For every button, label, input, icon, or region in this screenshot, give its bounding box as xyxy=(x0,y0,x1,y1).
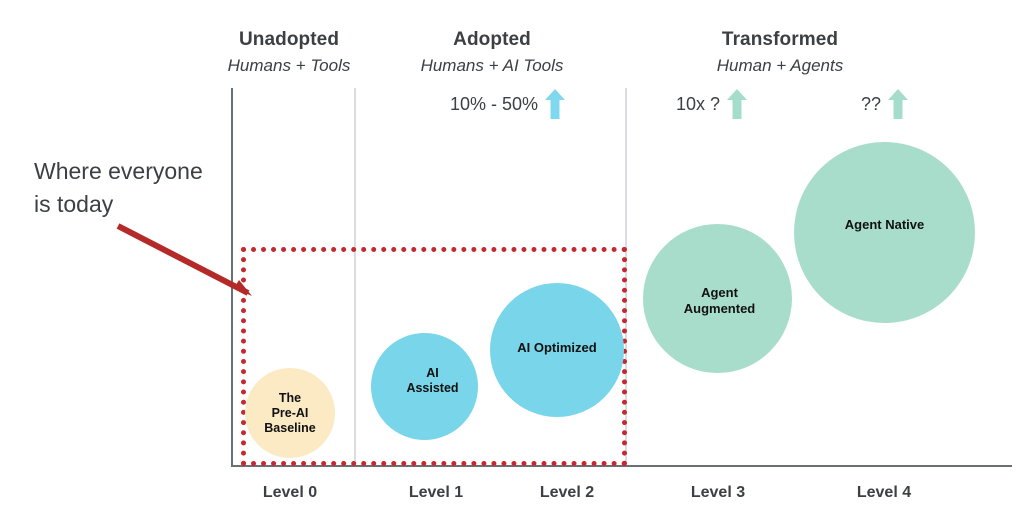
growth-callout-level3: 10x ? xyxy=(676,89,748,119)
arrow-up-icon-level3 xyxy=(726,89,748,119)
bubble-label-pre-ai-baseline: The Pre-AI Baseline xyxy=(264,390,316,435)
level-label-0: Level 0 xyxy=(262,484,318,501)
growth-callout-level4: ?? xyxy=(861,89,909,119)
growth-callout-level2: 10% - 50% xyxy=(450,89,566,119)
bubble-ai-optimized[interactable]: AI Optimized xyxy=(490,283,624,417)
bubble-label-ai-assisted: AI Assisted xyxy=(406,365,459,395)
arrow-up-icon-level4 xyxy=(887,89,909,119)
bubble-pre-ai-baseline[interactable]: The Pre-AI Baseline xyxy=(245,368,335,458)
level-label-1: Level 1 xyxy=(408,484,464,501)
bubble-ai-assisted[interactable]: AI Assisted xyxy=(371,333,478,440)
phase-subtitle-adopted: Humans + AI Tools xyxy=(420,56,564,75)
phase-title-transformed: Transformed xyxy=(721,29,839,50)
bubble-label-agent-native: Agent Native xyxy=(844,216,925,232)
growth-label-level4: ?? xyxy=(861,94,882,114)
phase-header-unadopted: Unadopted Humans + Tools xyxy=(139,28,439,78)
bubble-label-ai-optimized: AI Optimized xyxy=(517,340,597,355)
bubble-agent-native[interactable]: Agent Native xyxy=(794,142,975,323)
phase-subtitle-unadopted: Humans + Tools xyxy=(227,56,351,75)
phase-title-adopted: Adopted xyxy=(453,29,531,50)
y-axis-line xyxy=(231,88,233,467)
bubble-label-agent-augmented: Agent Augmented xyxy=(683,284,756,316)
phase-divider-1 xyxy=(354,88,356,465)
level-label-3: Level 3 xyxy=(690,484,746,501)
growth-label-level2: 10% - 50% xyxy=(450,94,539,114)
annotation-text: Where everyone is today xyxy=(34,158,203,217)
level-label-2: Level 2 xyxy=(539,484,595,501)
phase-header-adopted: Adopted Humans + AI Tools xyxy=(342,28,642,78)
arrow-up-icon-level2 xyxy=(544,89,566,119)
level-label-4: Level 4 xyxy=(856,484,912,501)
growth-label-level3: 10x ? xyxy=(676,94,721,114)
phase-subtitle-transformed: Human + Agents xyxy=(716,56,844,75)
bubble-agent-augmented[interactable]: Agent Augmented xyxy=(643,224,792,373)
phase-header-transformed: Transformed Human + Agents xyxy=(630,28,930,78)
current-state-highlight-box xyxy=(241,247,627,466)
phase-title-unadopted: Unadopted xyxy=(238,29,340,50)
x-axis-line xyxy=(231,465,1012,467)
